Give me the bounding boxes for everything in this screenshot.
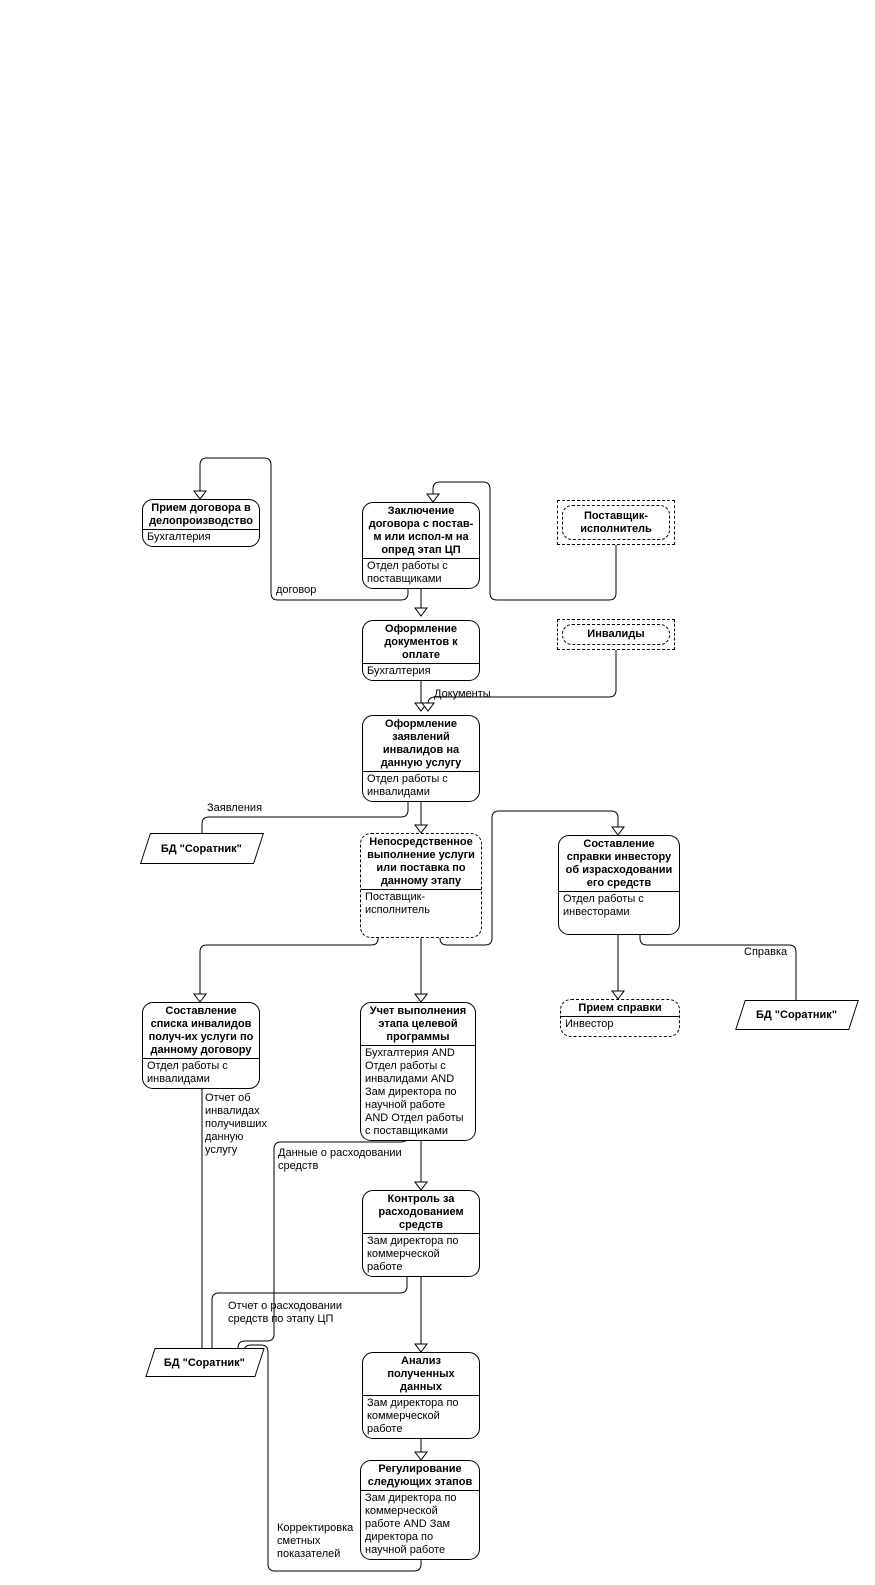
connector-invalidy-to-oformlenie-zayav bbox=[427, 650, 617, 705]
flow-label-zayavleniya: Заявления bbox=[207, 802, 263, 814]
flow-label-otchet-ob-invalidah: Отчет об инвалидах получивших данную усл… bbox=[205, 1092, 267, 1156]
activity-analiz-title: Анализ полученных данных bbox=[363, 1353, 479, 1396]
connector-kontrol-to-bd3 bbox=[211, 1275, 408, 1349]
activity-oformlenie-zayavleniy: Оформление заявлений инвалидов на данную… bbox=[362, 715, 480, 802]
flow-label-dogovor: договор bbox=[276, 584, 317, 596]
activity-uchet-vypolneniya: Учет выполнения этапа целевой программы … bbox=[360, 1002, 476, 1141]
datastore-bd-soratnik-top: БД "Соратник" bbox=[139, 833, 265, 864]
activity-oformlenie-dokumentov: Оформление документов к оплате Бухгалтер… bbox=[362, 620, 480, 681]
flow-label-spravka: Справка bbox=[744, 946, 788, 958]
activity-zaklyuchenie-dogovora: Заключение договора с постав-м или испол… bbox=[362, 502, 480, 589]
activity-priem-dogovora-title: Прием договора в делопроизводство bbox=[143, 500, 259, 530]
activity-oformlenie-zayavleniy-role: Отдел работы с инвалидами bbox=[367, 773, 448, 798]
connector-regulirovanie-to-bd3 bbox=[243, 1344, 422, 1572]
activity-neposredstvennoe-role: Поставщик-исполнитель bbox=[365, 891, 430, 916]
connector-zaklyuchenie-to-priem-dogovora bbox=[199, 457, 409, 601]
activity-sostavlenie-spiska-title: Составление списка инвалидов получ-их ус… bbox=[143, 1003, 259, 1059]
activity-priem-dogovora-role: Бухгалтерия bbox=[147, 531, 211, 543]
arrowheads bbox=[193, 490, 625, 1461]
activity-sostavlenie-spiska-role: Отдел работы с инвалидами bbox=[147, 1060, 228, 1085]
flow-label-dokumenty: Документы bbox=[434, 688, 491, 700]
activity-uchet-role: Бухгалтерия AND Отдел работы с инвалидам… bbox=[365, 1047, 464, 1137]
external-invalidy: Инвалиды bbox=[557, 619, 675, 650]
activity-priem-spravki-title: Прием справки bbox=[561, 1000, 679, 1017]
datastore-bd-soratnik-right: БД "Соратник" bbox=[735, 1000, 859, 1030]
activity-priem-spravki-role: Инвестор bbox=[565, 1018, 614, 1030]
datastore-bd-soratnik-bottom-label: БД "Соратник" bbox=[164, 1356, 246, 1369]
activity-zaklyuchenie-role: Отдел работы с поставщиками bbox=[367, 560, 448, 585]
external-postavshchik-label: Поставщик-исполнитель bbox=[562, 505, 670, 540]
flow-label-dannye-o-rashodovanii: Данные о расходовании средств bbox=[278, 1147, 402, 1172]
connector-oformlenie-zayav-to-bd1 bbox=[201, 800, 409, 833]
activity-sostavlenie-spravki-title: Составление справки инвестору об израсхо… bbox=[559, 836, 679, 892]
activity-neposredstvennoe-vypolnenie: Непосредственное выполнение услуги или п… bbox=[360, 833, 482, 938]
activity-regulirovanie-etapov: Регулирование следующих этапов Зам дирек… bbox=[360, 1460, 480, 1560]
activity-uchet-title: Учет выполнения этапа целевой программы bbox=[361, 1003, 475, 1046]
activity-zaklyuchenie-title: Заключение договора с постав-м или испол… bbox=[363, 503, 479, 559]
connector-uchet-to-bd3 bbox=[237, 1129, 409, 1349]
external-invalidy-label: Инвалиды bbox=[562, 624, 670, 645]
activity-kontrol-rashodovaniya: Контроль за расходованием средств Зам ди… bbox=[362, 1190, 480, 1277]
activity-regulirovanie-role: Зам директора по коммерческой работе AND… bbox=[365, 1492, 457, 1556]
activity-regulirovanie-title: Регулирование следующих этапов bbox=[361, 1461, 479, 1491]
connector-spravka-to-bd2 bbox=[639, 935, 797, 1001]
activity-kontrol-role: Зам директора по коммерческой работе bbox=[367, 1235, 459, 1273]
activity-analiz-role: Зам директора по коммерческой работе bbox=[367, 1397, 459, 1435]
connector-neposredstvennoe-to-spisok bbox=[199, 938, 379, 994]
datastore-bd-soratnik-top-label: БД "Соратник" bbox=[161, 842, 243, 855]
activity-oformlenie-zayavleniy-title: Оформление заявлений инвалидов на данную… bbox=[363, 716, 479, 772]
flow-label-korrektirovka: Корректировка сметных показателей bbox=[277, 1522, 354, 1560]
activity-sostavlenie-spiska: Составление списка инвалидов получ-их ус… bbox=[142, 1002, 260, 1089]
activity-priem-spravki: Прием справки Инвестор bbox=[560, 999, 680, 1037]
connector-postavshchik-to-zaklyuchenie bbox=[432, 481, 617, 601]
datastore-bd-soratnik-right-label: БД "Соратник" bbox=[756, 1009, 838, 1021]
external-postavshchik-ispolnitel: Поставщик-исполнитель bbox=[557, 500, 675, 545]
activity-sostavlenie-spravki-role: Отдел работы с инвесторами bbox=[563, 893, 644, 918]
datastore-bd-soratnik-bottom: БД "Соратник" bbox=[145, 1348, 265, 1377]
activity-oformlenie-dokumentov-role: Бухгалтерия bbox=[367, 665, 431, 677]
flow-label-otchet-o-rashodovanii: Отчет о расходовании средств по этапу ЦП bbox=[228, 1300, 343, 1325]
connector-neposredstvennoe-to-spravka bbox=[439, 810, 619, 946]
activity-oformlenie-dokumentov-title: Оформление документов к оплате bbox=[363, 621, 479, 664]
activity-analiz-dannyh: Анализ полученных данных Зам директора п… bbox=[362, 1352, 480, 1439]
activity-priem-dogovora: Прием договора в делопроизводство Бухгал… bbox=[142, 499, 260, 547]
activity-kontrol-title: Контроль за расходованием средств bbox=[363, 1191, 479, 1234]
activity-neposredstvennoe-title: Непосредственное выполнение услуги или п… bbox=[361, 834, 481, 890]
activity-sostavlenie-spravki: Составление справки инвестору об израсхо… bbox=[558, 835, 680, 935]
